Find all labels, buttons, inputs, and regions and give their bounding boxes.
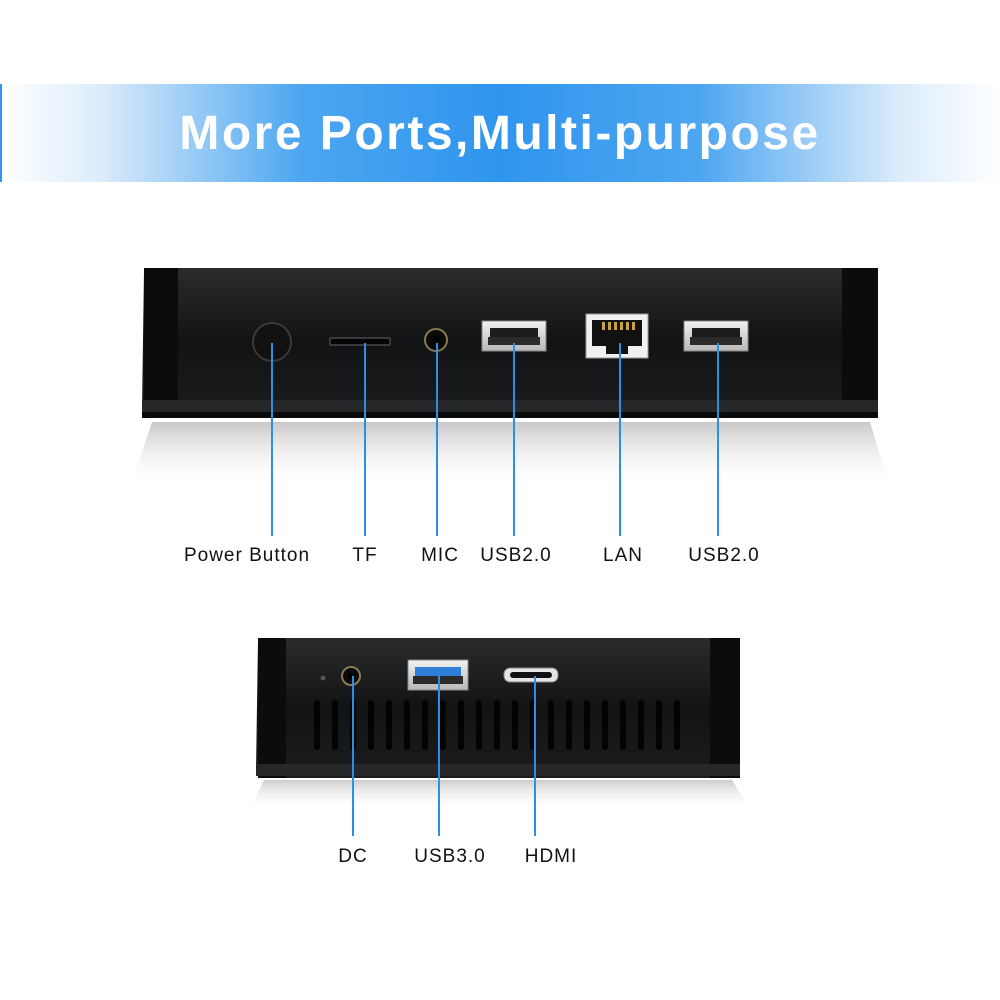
port-label-tf: TF	[352, 545, 378, 566]
banner-left-edge	[0, 84, 2, 182]
port-label-usb3: USB3.0	[414, 846, 486, 867]
port-label-lan: LAN	[603, 545, 643, 566]
port-label-usb2-1: USB2.0	[480, 545, 552, 566]
callout-line-lan	[619, 343, 621, 536]
port-label-mic: MIC	[421, 545, 459, 566]
front-device-image	[130, 268, 890, 488]
callout-line-mic	[436, 343, 438, 536]
port-label-usb2-2: USB2.0	[688, 545, 760, 566]
page-title: More Ports,Multi-purpose	[179, 106, 821, 160]
callout-line-power	[271, 343, 273, 536]
callout-line-dc	[352, 676, 354, 836]
port-label-dc: DC	[338, 846, 368, 867]
port-label-hdmi: HDMI	[524, 846, 578, 867]
callout-line-tf	[364, 343, 366, 536]
callout-line-usb-2	[717, 343, 719, 536]
callout-line-usb-1	[513, 343, 515, 536]
title-banner	[0, 84, 1000, 182]
callout-line-hdmi	[534, 676, 536, 836]
back-device-image	[250, 638, 750, 810]
port-label-power-button: Power Button	[183, 545, 311, 566]
callout-line-usb3	[438, 676, 440, 836]
